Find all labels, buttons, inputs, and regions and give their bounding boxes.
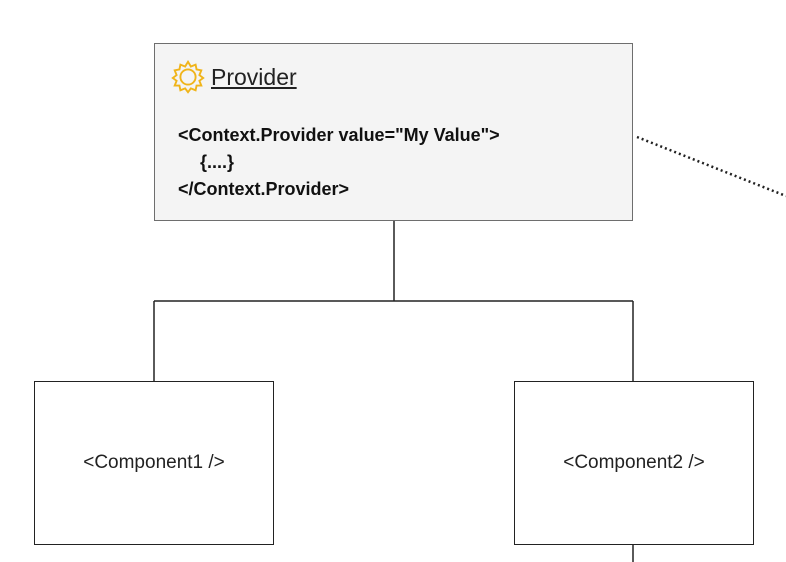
- provider-header: Provider: [169, 59, 297, 94]
- provider-code: <Context.Provider value="My Value"> {....…: [178, 122, 500, 203]
- provider-title: Provider: [211, 63, 297, 90]
- code-line-close: </Context.Provider>: [178, 179, 350, 199]
- component2-label: <Component2 />: [563, 452, 705, 473]
- component2-node[interactable]: <Component2 />: [514, 381, 754, 545]
- component1-label: <Component1 />: [83, 452, 225, 473]
- gear-icon: [171, 59, 205, 94]
- component1-node[interactable]: <Component1 />: [34, 381, 274, 545]
- code-line-open: <Context.Provider value="My Value">: [178, 125, 500, 145]
- code-line-body: {....}: [200, 152, 235, 172]
- provider-node[interactable]: Provider <Context.Provider value="My Val…: [154, 43, 633, 221]
- dotted-link-line: [636, 135, 786, 198]
